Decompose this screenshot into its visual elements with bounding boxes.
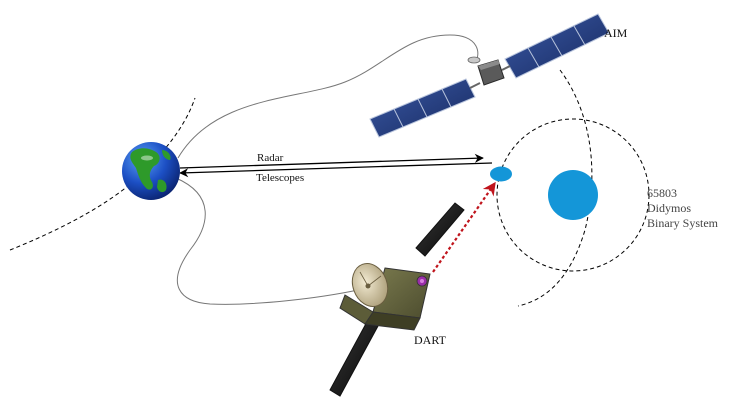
telescopes-arrow [179,162,493,178]
system-label-line3: Binary System [647,216,719,230]
earth-icon [122,142,180,200]
earth-orbit-path [9,97,196,251]
aim-spacecraft-icon [369,13,610,138]
aim-label: AIM [604,26,628,40]
radar-arrow [179,153,484,169]
dart-spacecraft-icon [329,202,465,397]
system-label-line1: 65803 [647,186,677,200]
didymoon [490,166,512,182]
dart-impact-path [432,181,496,273]
aim-trajectory [177,34,479,159]
telescopes-label: Telescopes [256,172,304,184]
radar-label: Radar [257,152,284,164]
dart-trajectory [175,177,359,305]
moon-orbit-ring [496,118,650,272]
system-label-line2: Didymos [647,201,691,215]
didymos-primary [548,170,598,220]
didymos-orbit-path [517,69,593,307]
dart-label: DART [414,333,447,347]
